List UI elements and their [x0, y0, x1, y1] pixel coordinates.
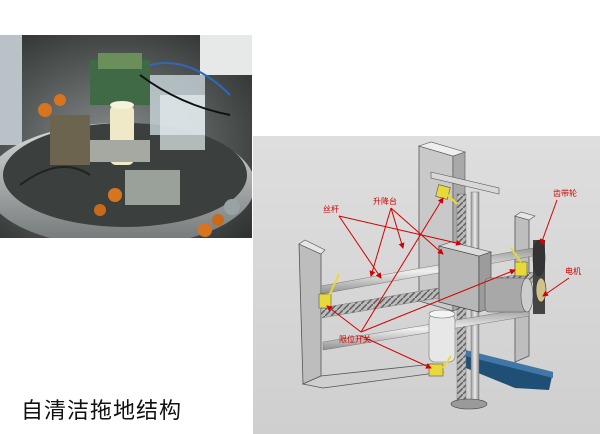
- label-motor: 电机: [565, 266, 581, 276]
- label-screw: 丝杆: [323, 204, 339, 214]
- slide-caption: 自清洁拖地结构: [21, 399, 183, 424]
- label-limit-switch: 限位开关: [339, 334, 371, 344]
- robot-photo: [0, 35, 252, 238]
- cad-diagram: 丝杆 升降台 齿带轮 电机 限位开关: [253, 136, 600, 434]
- label-gear-wheel: 齿带轮: [553, 188, 577, 198]
- label-lift-table: 升降台: [373, 196, 397, 206]
